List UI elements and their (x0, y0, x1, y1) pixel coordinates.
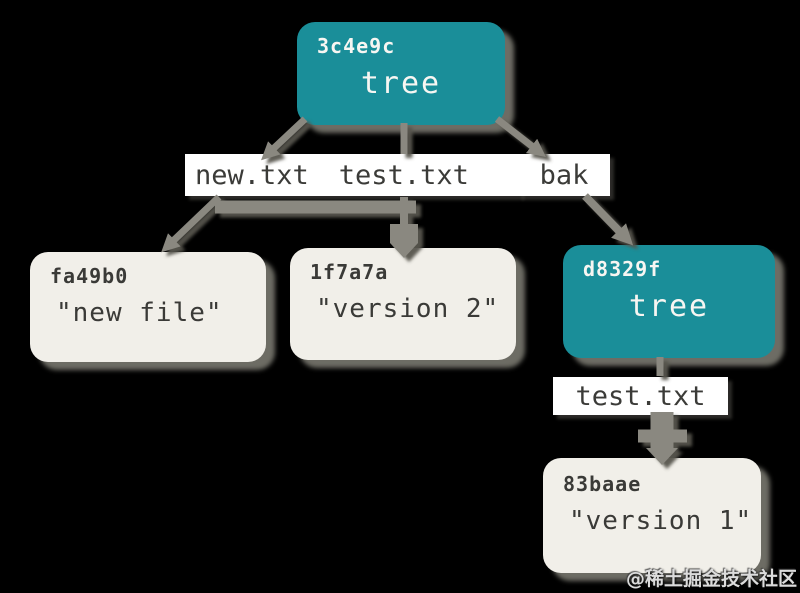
arrow-bak-to-d8329f (582, 193, 634, 246)
node-blob-version2: 1f7a7a "version 2" (290, 248, 516, 360)
edge-label-bak: bak (518, 154, 610, 196)
node-type-label: tree (360, 66, 442, 101)
edge-label-newtxt: new.txt (195, 159, 309, 191)
node-hash: d8329f (583, 257, 662, 281)
node-hash: 83baae (563, 472, 642, 496)
node-content: "version 2" (316, 294, 500, 324)
arrow-root-to-bak (494, 116, 546, 158)
arrow-root-to-newtxt (261, 116, 308, 161)
node-root-tree: 3c4e9c tree (297, 22, 505, 125)
node-content: "new file" (56, 298, 223, 328)
node-hash: 1f7a7a (310, 260, 389, 284)
node-blob-version1: 83baae "version 1" (543, 458, 761, 573)
node-hash: fa49b0 (50, 264, 129, 288)
node-content: "version 1" (569, 506, 753, 536)
watermark: @稀土掘金技术社区 (625, 568, 797, 590)
edge-label-bak-text: bak (539, 159, 589, 191)
node-sub-tree: d8329f tree (563, 245, 775, 358)
node-hash: 3c4e9c (317, 34, 396, 58)
edge-label-testtxt: test.txt (338, 159, 469, 191)
arrow-newtxt-to-fa49b0 (161, 194, 222, 253)
edge-label-sub-testtxt: test.txt (553, 377, 728, 415)
node-blob-new-file: fa49b0 "new file" (30, 252, 266, 362)
edge-label-newtxt-testtxt: new.txt test.txt (185, 154, 520, 196)
edge-label-sub-testtxt-text: test.txt (575, 380, 706, 412)
node-type-label: tree (628, 289, 710, 324)
